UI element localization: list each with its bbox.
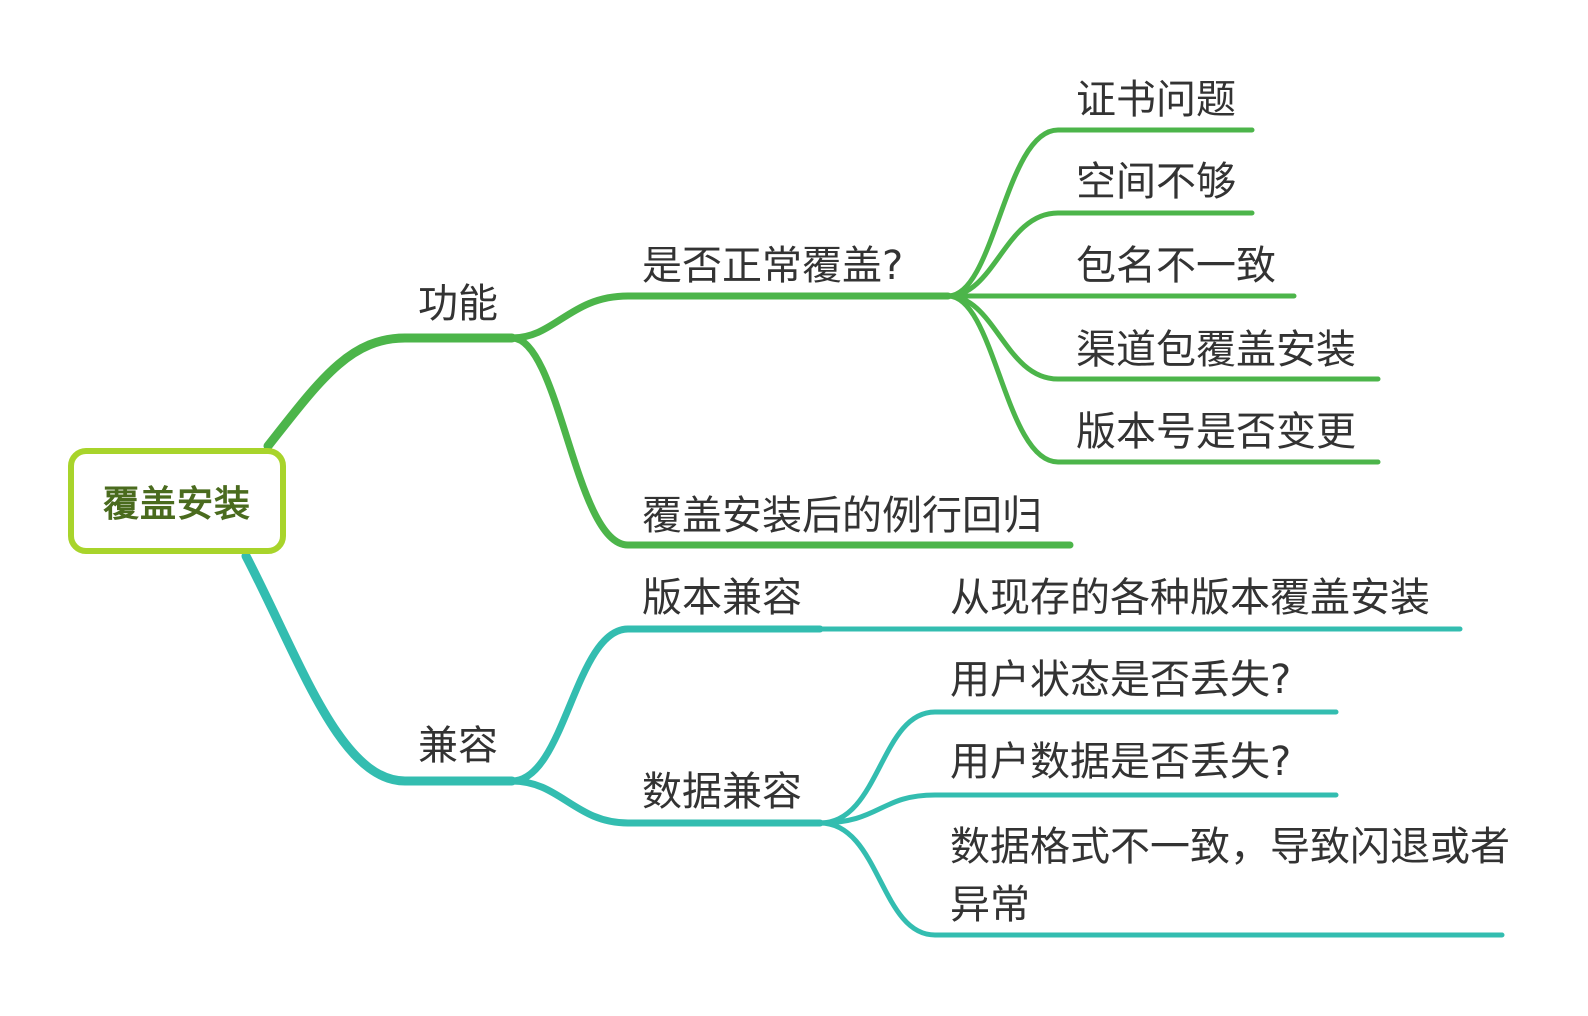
branch-function-label[interactable]: 功能 bbox=[418, 281, 498, 327]
link-data-leaf-2 bbox=[817, 820, 1505, 938]
leaf-user-state-lost[interactable]: 用户状态是否丢失? bbox=[950, 657, 1292, 703]
link-root-compat bbox=[241, 551, 517, 786]
leaf-certificate-issue[interactable]: 证书问题 bbox=[1076, 77, 1236, 123]
link-normal-cover-leaf-4 bbox=[945, 293, 1381, 465]
leaf-data-format-mismatch[interactable]: 数据格式不一致，导致闪退或者异常 bbox=[950, 824, 1510, 928]
node-normal-cover-label[interactable]: 是否正常覆盖? bbox=[642, 243, 904, 289]
link-function-regression bbox=[508, 334, 1074, 549]
link-data-leaf-1 bbox=[817, 792, 1339, 826]
link-compat-data bbox=[508, 777, 824, 827]
link-function-normal-cover bbox=[508, 292, 952, 342]
link-compat-version bbox=[508, 625, 824, 785]
node-version-compat-label[interactable]: 版本兼容 bbox=[642, 575, 802, 621]
leaf-package-name-mismatch[interactable]: 包名不一致 bbox=[1076, 243, 1276, 289]
root-node[interactable]: 覆盖安装 bbox=[68, 448, 286, 554]
node-regression-label[interactable]: 覆盖安装后的例行回归 bbox=[642, 493, 1042, 539]
leaf-insufficient-space[interactable]: 空间不够 bbox=[1076, 159, 1236, 205]
link-data-leaf-0 bbox=[817, 709, 1339, 826]
link-root-function bbox=[263, 333, 517, 451]
branch-compat-label[interactable]: 兼容 bbox=[418, 723, 498, 769]
root-node-label: 覆盖安装 bbox=[102, 484, 251, 525]
link-normal-cover-leaf-0 bbox=[945, 127, 1255, 299]
node-data-compat-label[interactable]: 数据兼容 bbox=[642, 769, 802, 815]
link-normal-cover-leaf-1 bbox=[945, 210, 1255, 299]
leaf-version-number-change[interactable]: 版本号是否变更 bbox=[1076, 409, 1356, 455]
link-normal-cover-leaf-3 bbox=[945, 293, 1381, 382]
leaf-install-over-existing-versions[interactable]: 从现存的各种版本覆盖安装 bbox=[950, 575, 1430, 621]
leaf-user-data-lost[interactable]: 用户数据是否丢失? bbox=[950, 739, 1292, 785]
leaf-channel-package-install[interactable]: 渠道包覆盖安装 bbox=[1076, 327, 1356, 373]
